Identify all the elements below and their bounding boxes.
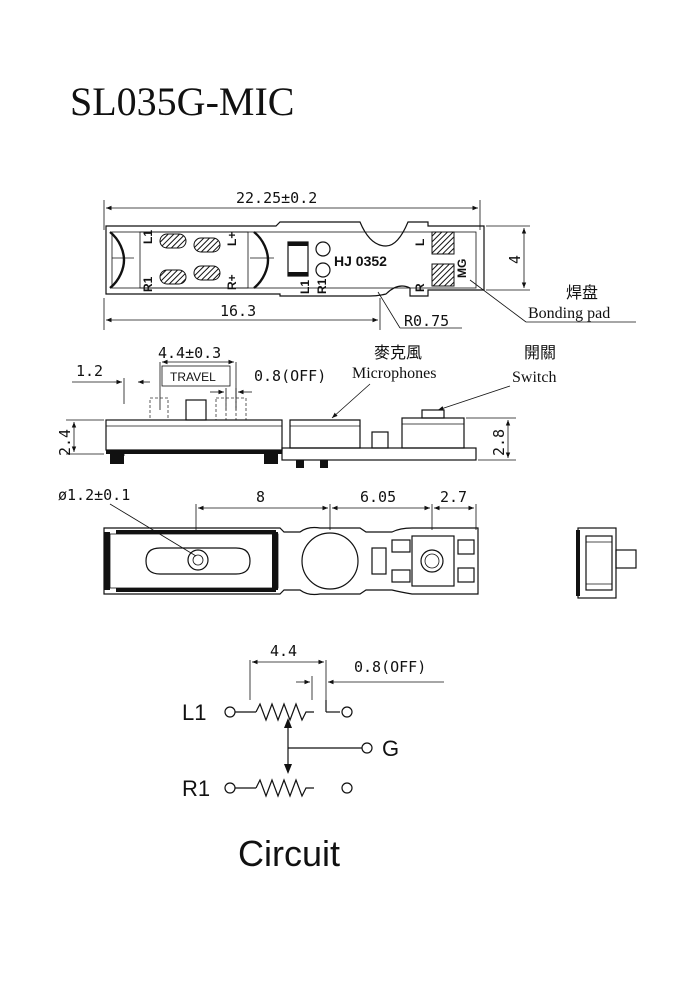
pad-label: L1	[141, 230, 155, 244]
pad-label: L	[413, 239, 427, 246]
pad-label: R	[413, 283, 427, 292]
contact-pad	[159, 269, 187, 285]
bottom-outline	[103, 526, 479, 596]
terminal-l1	[224, 706, 236, 718]
pad-label: L1	[298, 280, 312, 294]
mic-pad-left	[287, 241, 309, 277]
length-dimension-label: 22.25±0.2	[236, 189, 317, 207]
contact-pad	[431, 263, 455, 287]
top-board-outline	[105, 221, 485, 297]
slider-rail	[139, 231, 249, 289]
microphones-label-en: Microphones	[352, 365, 436, 382]
slider-slot	[145, 547, 251, 575]
radius-label: R0.75	[404, 312, 449, 330]
terminal-r1	[224, 782, 236, 794]
end-view	[576, 527, 637, 599]
resistor-r1	[255, 778, 314, 798]
circuit-travel-label: 4.4	[270, 642, 297, 660]
switch-label-en: Switch	[512, 369, 556, 386]
travel-label: TRAVEL	[170, 370, 216, 384]
circuit-r1-label: R1	[182, 776, 210, 801]
dimension-label-27: 2.7	[440, 488, 467, 506]
off-dimension-label: 0.8(OFF)	[254, 367, 326, 385]
side-body	[105, 419, 283, 451]
right-height-dimension-label: 2.8	[490, 429, 508, 456]
mic-hole-top	[315, 241, 331, 257]
end-view-knob	[615, 549, 637, 569]
pad-label: L+	[225, 232, 239, 246]
left-height-dimension-label: 2.4	[56, 429, 74, 456]
terminal-r1-off	[341, 782, 353, 794]
terminal-g	[361, 742, 373, 754]
side-view: 1.2 4.4±0.3 TRAVEL 0.8(OFF)	[56, 344, 556, 468]
left-length-dimension-label: 16.3	[220, 302, 256, 320]
hole-dimension-label: ø1.2±0.1	[58, 486, 130, 504]
dimension-label-8: 8	[256, 488, 265, 506]
bottom-microphone	[301, 532, 359, 590]
dimension-label-605: 6.05	[360, 488, 396, 506]
contact-pad	[159, 233, 187, 249]
height-dimension-label: 4	[506, 255, 524, 264]
circuit-caption: Circuit	[238, 833, 340, 874]
travel-dimension-label: 4.4±0.3	[158, 344, 221, 362]
pad-label: R1	[315, 278, 329, 294]
bonding-pad-label-cn: 焊盘	[566, 283, 598, 302]
top-view: 22.25±0.2 L1 L+ R1 R+ HJ 0352 L1 R1 R L	[103, 189, 636, 330]
offset-dimension-label: 1.2	[76, 362, 103, 380]
mic-hole-bottom	[315, 262, 331, 278]
pad-label: MG	[455, 259, 469, 278]
microphones-label-cn: 麥克風	[374, 344, 422, 362]
pad-label: R1	[141, 276, 155, 292]
actuator-hole	[187, 549, 209, 571]
circuit-diagram: 4.4 0.8(OFF) L1 G R1 Circuit	[182, 642, 444, 874]
circuit-l1-label: L1	[182, 700, 206, 725]
circuit-off-label: 0.8(OFF)	[354, 658, 426, 676]
bonding-pad-label-en: Bonding pad	[528, 305, 610, 322]
bottom-switch	[411, 535, 455, 587]
pad-label: R+	[225, 274, 239, 290]
side-switch	[401, 417, 465, 449]
switch-label-cn: 開關	[524, 345, 556, 362]
contact-pad	[193, 237, 221, 253]
circuit-g-label: G	[382, 736, 399, 761]
side-microphone	[289, 419, 361, 449]
resistor-l1	[255, 702, 314, 722]
contact-pad	[431, 231, 455, 255]
contact-pad	[193, 265, 221, 281]
travel-label-box	[161, 365, 231, 387]
slider-knob	[185, 399, 207, 421]
bottom-view: ø1.2±0.1 8 6.05 2.7	[58, 486, 479, 596]
drawing-title: SL035G-MIC	[70, 79, 294, 124]
chip-marking: HJ 0352	[334, 253, 387, 269]
terminal-l1-off	[341, 706, 353, 718]
side-pcb	[281, 447, 477, 461]
